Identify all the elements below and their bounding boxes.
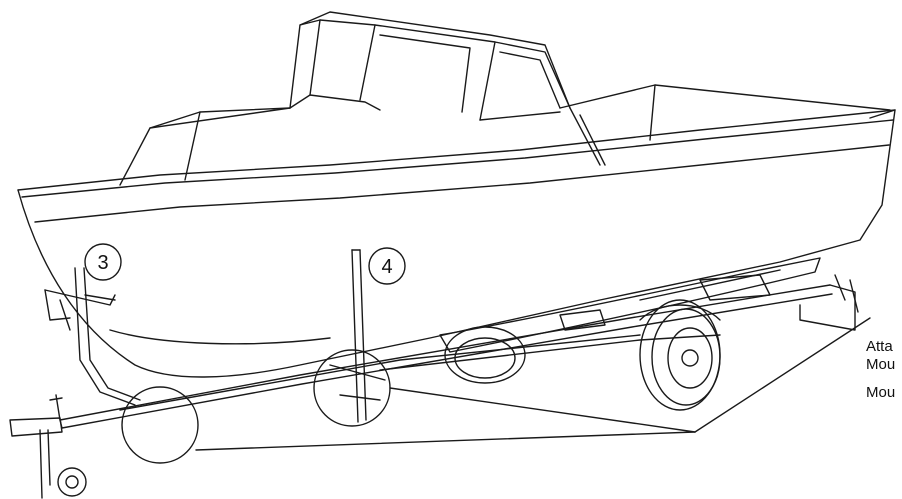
leader-lines bbox=[195, 317, 871, 451]
trailer-coupler bbox=[9, 394, 87, 499]
support-post bbox=[329, 249, 386, 423]
callout-4: 4 bbox=[368, 247, 406, 285]
trailer-wheel-front bbox=[639, 299, 721, 411]
side-label-mount-2: Mou bbox=[866, 384, 896, 401]
detail-circle-right bbox=[313, 349, 391, 427]
trailer-wheel-rear bbox=[444, 326, 526, 384]
callout-3-label: 3 bbox=[97, 252, 108, 274]
side-label-attach: Atta bbox=[866, 338, 893, 355]
winch-post bbox=[44, 267, 141, 406]
callout-4-label: 4 bbox=[381, 256, 392, 278]
callout-3: 3 bbox=[84, 243, 122, 281]
boat-hull bbox=[17, 109, 896, 378]
detail-circle-left bbox=[121, 386, 199, 464]
side-label-mount-1: Mou bbox=[866, 356, 896, 373]
boat-cabin bbox=[119, 11, 891, 186]
trailer-frame bbox=[59, 269, 859, 429]
